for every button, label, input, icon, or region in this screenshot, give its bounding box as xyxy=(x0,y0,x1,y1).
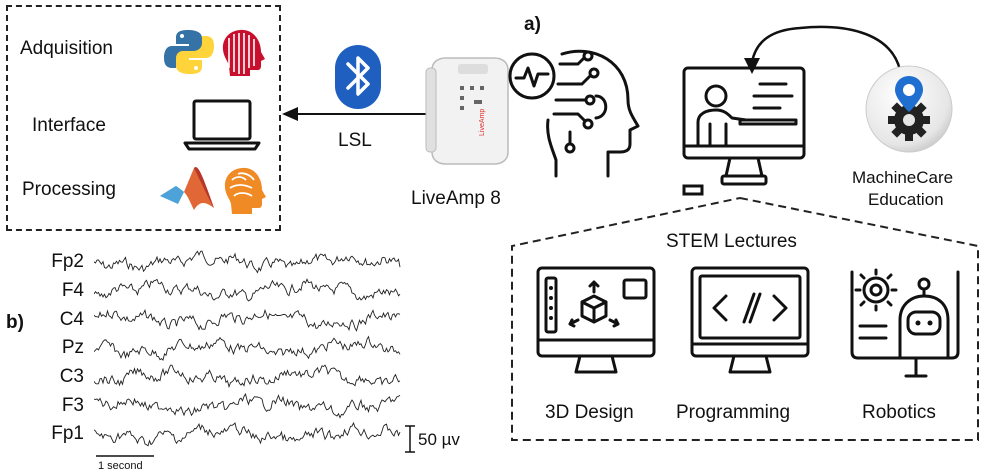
channel-label-fp2: Fp2 xyxy=(51,251,84,272)
eeg-trace-f4 xyxy=(94,278,401,302)
eeg-trace-f3 xyxy=(94,392,401,419)
eeg-trace-fp2 xyxy=(94,250,401,274)
eeg-traces xyxy=(94,250,401,447)
panel-b-letter: b) xyxy=(6,312,24,333)
brain-circuit-head-icon xyxy=(508,49,640,178)
panel-a-letter: a) xyxy=(524,14,541,35)
machinecare-logo-icon xyxy=(865,65,953,153)
liveamp-brand-text: LiveAmp xyxy=(479,109,486,136)
programming-monitor-icon xyxy=(690,266,810,374)
eeg-trace-c4 xyxy=(94,308,401,332)
software-box xyxy=(6,5,281,231)
time-scale-bar xyxy=(96,455,154,457)
robotics-icon xyxy=(850,268,960,378)
matlab-logo-icon xyxy=(160,167,214,210)
amplitude-scale-label: 50 µv xyxy=(418,430,460,449)
bluetooth-icon xyxy=(335,45,381,109)
stem-lectures-title: STEM Lectures xyxy=(666,231,797,252)
lecture-3d-design-label: 3D Design xyxy=(545,402,634,423)
channel-label-fp1: Fp1 xyxy=(51,423,84,444)
eeg-trace-fp1 xyxy=(94,421,401,447)
processing-label: Processing xyxy=(22,179,116,200)
lsl-label: LSL xyxy=(338,130,372,151)
python-logo-icon xyxy=(164,30,214,74)
stem-lectures-box xyxy=(511,196,979,441)
channel-label-f3: F3 xyxy=(61,395,84,416)
feedback-arrow xyxy=(744,25,902,74)
liveamp-label: LiveAmp 8 xyxy=(411,188,501,209)
channel-label-f4: F4 xyxy=(61,280,84,301)
channel-label-pz: Pz xyxy=(61,337,84,358)
interface-label: Interface xyxy=(32,115,106,136)
lecture-robotics-label: Robotics xyxy=(862,402,936,423)
eeg-trace-c3 xyxy=(94,364,401,389)
eeg-trace-pz xyxy=(94,335,401,361)
lecture-programming-label: Programming xyxy=(676,402,791,423)
time-scale-label: 1 second xyxy=(98,460,143,472)
channel-label-c4: C4 xyxy=(59,309,84,330)
adquisition-label: Adquisition xyxy=(20,38,113,59)
channel-label-c3: C3 xyxy=(59,366,84,387)
amplitude-scale-bar xyxy=(405,425,415,453)
liveamp-device: LiveAmp xyxy=(425,57,509,165)
machinecare-label-line2: Education xyxy=(868,190,944,209)
brain-head-icon xyxy=(222,29,265,76)
lsl-arrow xyxy=(282,107,432,121)
eeglab-head-icon xyxy=(224,167,266,214)
machinecare-label-line1: MachineCare xyxy=(852,168,954,187)
laptop-icon xyxy=(183,99,261,151)
teacher-monitor-icon xyxy=(682,66,806,196)
3d-design-monitor-icon xyxy=(536,266,656,374)
